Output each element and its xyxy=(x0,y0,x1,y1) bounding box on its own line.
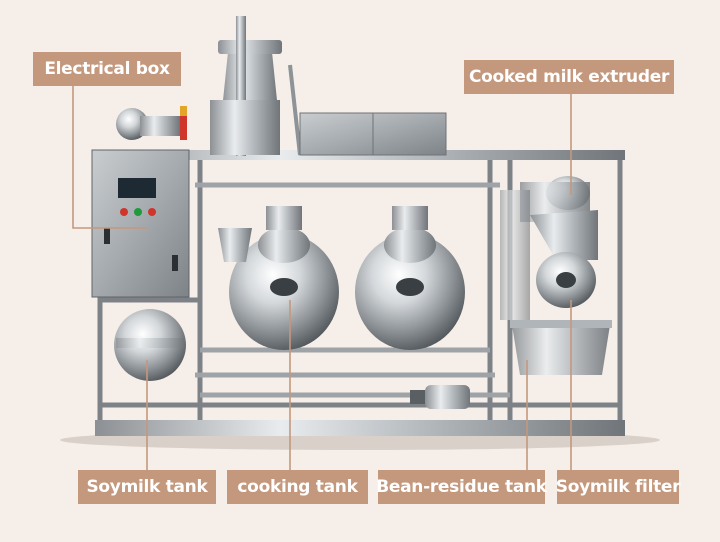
pump-motor xyxy=(410,385,470,409)
bean-residue-tank-label: Bean-residue tank xyxy=(376,470,547,504)
top-feeder xyxy=(210,16,302,156)
blower xyxy=(116,106,187,140)
electrical-box-label: Electrical box xyxy=(33,52,181,86)
extruder-unit xyxy=(500,176,598,320)
electrical-box-cabinet xyxy=(91,149,190,298)
cooking-tank-1 xyxy=(229,206,339,350)
cooking-tank-label: cooking tank xyxy=(227,470,368,504)
soymilk-filter-label: Soymilk filter xyxy=(556,470,681,504)
soymilk-tank-label: Soymilk tank xyxy=(78,470,216,504)
cooking-tank-2 xyxy=(355,206,465,350)
cooked-milk-extruder-label: Cooked milk extruder xyxy=(464,60,674,94)
soymilk-tank-vessel xyxy=(114,309,186,381)
bean-residue-tank-vessel xyxy=(510,320,612,375)
leader-lines xyxy=(72,81,572,470)
